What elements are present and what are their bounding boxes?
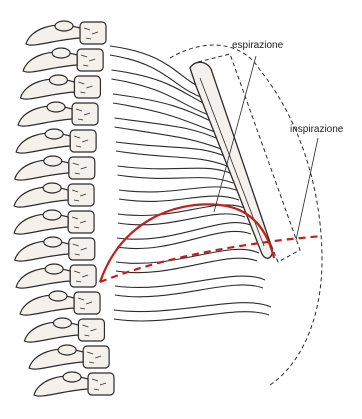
rib-lower-edge <box>110 55 203 98</box>
articular-process <box>45 129 63 139</box>
articular-process <box>47 102 65 112</box>
rib-lower-edge <box>115 127 222 149</box>
diaphragm-inspiration-curve <box>100 236 322 282</box>
vertebra-body <box>70 130 96 152</box>
vertebra-body <box>80 22 106 44</box>
vertebra-body <box>69 157 95 179</box>
label-espirazione: espirazione <box>232 40 283 51</box>
vertebra-body <box>69 238 95 260</box>
rib-lower-edge <box>113 103 215 132</box>
vertebral-column <box>14 21 114 396</box>
articular-process <box>44 237 62 247</box>
rib-upper-edge <box>116 249 259 263</box>
vertebra-body <box>68 211 94 233</box>
articular-process <box>49 75 67 85</box>
articular-process <box>49 291 67 301</box>
rib-upper-edge <box>116 142 229 158</box>
rib-lower-edge <box>119 196 239 201</box>
vertebra-body <box>68 184 94 206</box>
vertebra-body <box>72 103 98 125</box>
rib-lower-edge <box>116 258 257 272</box>
vertebra-body <box>88 373 114 395</box>
vertebra-body <box>70 265 96 287</box>
articular-process <box>44 156 62 166</box>
articular-process <box>52 48 70 58</box>
articular-process <box>45 264 63 274</box>
rib-lower-edge <box>117 231 251 248</box>
vertebra-body <box>74 292 100 314</box>
articular-process <box>43 210 61 220</box>
rib-upper-edge <box>115 276 265 287</box>
sternum <box>190 62 272 258</box>
vertebra-body <box>78 319 104 341</box>
vertebra-body <box>74 76 100 98</box>
articular-process <box>63 372 81 382</box>
rib-upper-edge <box>114 303 271 312</box>
articular-process <box>43 183 61 193</box>
articular-process <box>53 318 71 328</box>
vertebra-body <box>83 346 109 368</box>
vertebra-body <box>77 49 103 71</box>
articular-process <box>58 345 76 355</box>
rib-lower-edge <box>114 312 269 321</box>
rib-lower-edge <box>118 175 234 183</box>
diaphragm-expiration-curve <box>100 204 274 282</box>
label-inspirazione: inspirazione <box>290 124 343 135</box>
rib-lower-edge <box>115 285 263 297</box>
rib-upper-edge <box>118 166 236 175</box>
rib-lower-edge <box>116 151 227 166</box>
articular-process <box>55 21 73 31</box>
rib-upper-edge <box>119 187 241 192</box>
